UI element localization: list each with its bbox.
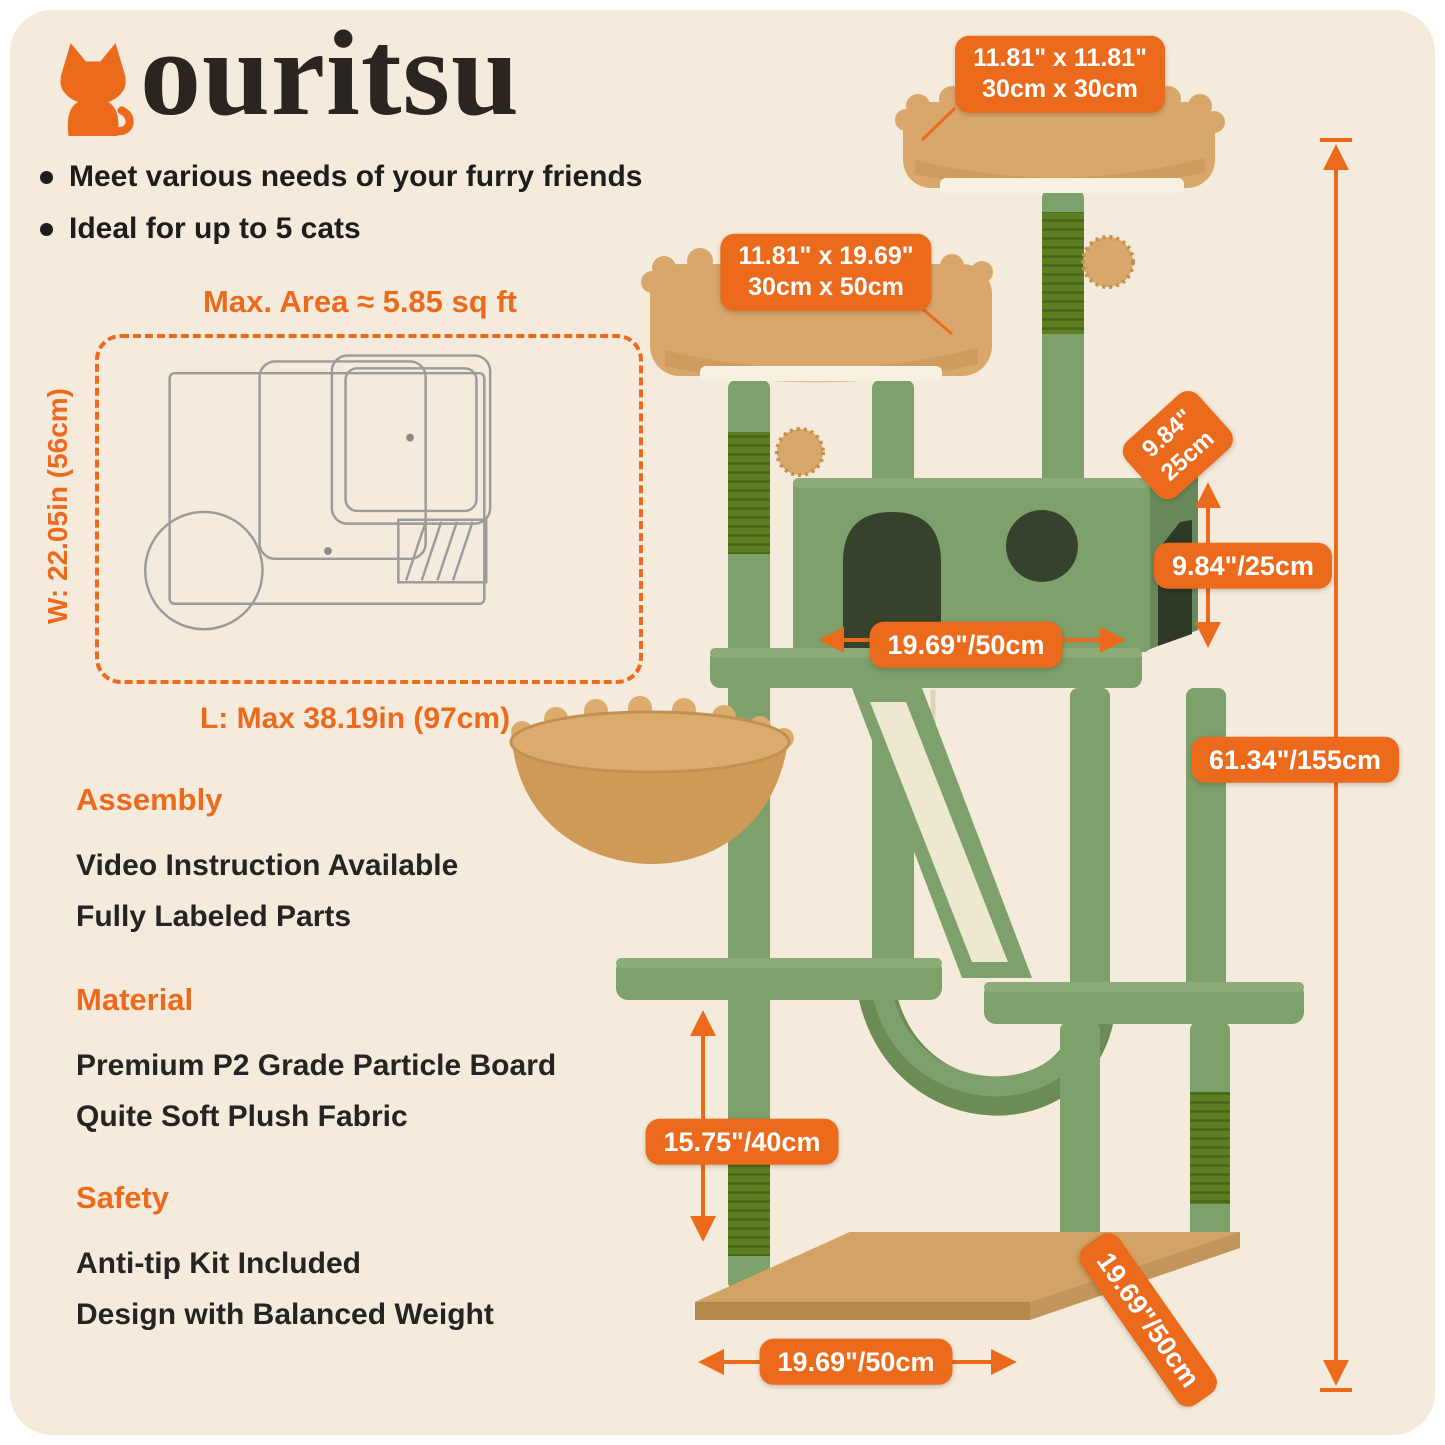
section-line: Video Instruction Available	[76, 849, 459, 882]
brand-logo: ouritsu	[42, 6, 520, 141]
dim-badge-condo-height: 9.84"/25cm	[1154, 542, 1332, 590]
section-heading: Material	[76, 982, 194, 1017]
section-line: Quite Soft Plush Fabric	[76, 1100, 408, 1133]
section-line: Fully Labeled Parts	[76, 900, 352, 933]
section-material: Material Premium P2 Grade Particle Board…	[76, 982, 556, 1142]
section-heading: Assembly	[76, 782, 223, 817]
dim-text: 9.84"/25cm	[1172, 550, 1314, 581]
floorplan-diagram	[95, 334, 643, 684]
feature-bullet: Meet various needs of your furry friends	[40, 160, 642, 194]
floorplan-length-label: L: Max 38.19in (97cm)	[199, 702, 511, 735]
feature-bullet: Ideal for up to 5 cats	[40, 212, 642, 246]
dim-badge-lower-post: 15.75"/40cm	[645, 1118, 839, 1166]
max-area-label: Max. Area ≈ 5.85 sq ft	[203, 284, 517, 319]
floorplan-width-label: W: 22.05in (56cm)	[42, 387, 73, 625]
dim-text: 15.75"/40cm	[663, 1126, 821, 1157]
section-assembly: Assembly Video Instruction Available Ful…	[76, 782, 458, 942]
cat-logo-icon	[60, 43, 134, 136]
dim-text: 19.69"/50cm	[777, 1346, 935, 1377]
dim-badge-platform-width: 19.69"/50cm	[869, 621, 1063, 669]
dim-text: 11.81" x 19.69"	[738, 241, 914, 270]
dim-text: 11.81" x 11.81"	[973, 43, 1147, 72]
dim-badge-top-perch: 11.81" x 11.81" 30cm x 30cm	[955, 35, 1165, 113]
dim-badge-base-width: 19.69"/50cm	[759, 1338, 953, 1386]
dim-text: 19.69"/50cm	[887, 629, 1045, 660]
section-heading: Safety	[76, 1180, 170, 1215]
feature-list: Meet various needs of your furry friends…	[40, 160, 642, 264]
dim-text: 30cm x 50cm	[748, 273, 904, 301]
section-line: Design with Balanced Weight	[76, 1298, 494, 1331]
dim-text: 61.34"/155cm	[1209, 744, 1381, 775]
dim-badge-second-perch: 11.81" x 19.69" 30cm x 50cm	[720, 233, 932, 311]
dim-text: 30cm x 30cm	[982, 75, 1138, 103]
brand-name: ouritsu	[140, 6, 520, 141]
section-line: Premium P2 Grade Particle Board	[76, 1049, 557, 1082]
dim-badge-total-height: 61.34"/155cm	[1191, 736, 1399, 784]
floorplan-shapes	[144, 354, 492, 631]
section-safety: Safety Anti-tip Kit Included Design with…	[76, 1180, 494, 1340]
section-line: Anti-tip Kit Included	[76, 1247, 361, 1280]
